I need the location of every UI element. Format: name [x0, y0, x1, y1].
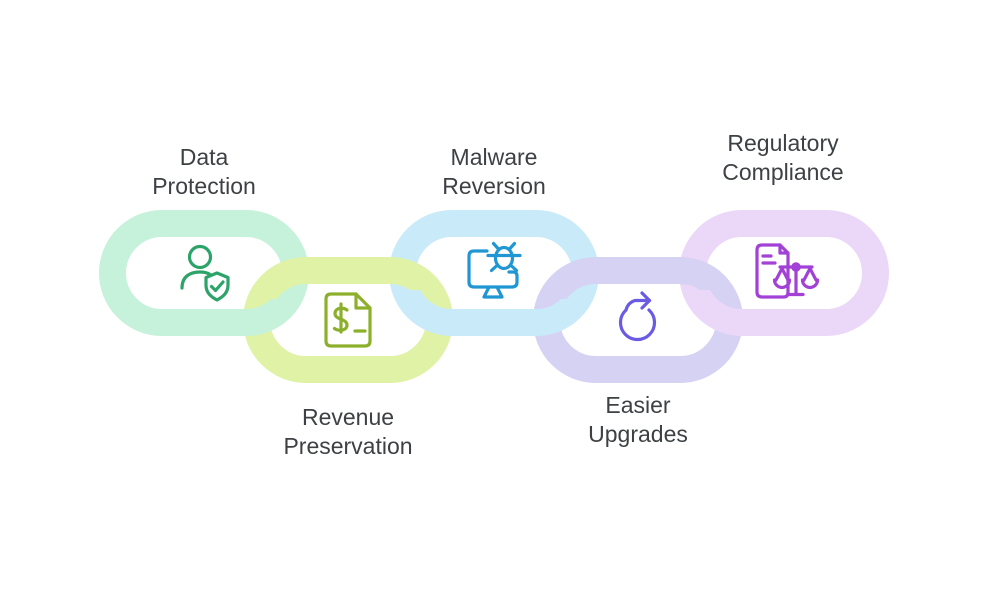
label-line: Data	[179, 144, 229, 170]
label-regulatory-compliance: Regulatory Compliance	[722, 129, 843, 187]
user-shield-check-icon	[180, 244, 230, 302]
label-easier-upgrades: Easier Upgrades	[588, 391, 688, 449]
label-line: Easier	[605, 392, 671, 418]
label-line: Reversion	[442, 173, 546, 199]
monitor-bug-icon	[467, 241, 522, 299]
dollar-document-icon	[324, 292, 372, 348]
label-line: Compliance	[722, 159, 844, 185]
label-line: Regulatory	[727, 130, 839, 156]
label-line: Upgrades	[588, 421, 688, 447]
label-line: Malware	[450, 144, 538, 170]
scales-document-icon	[755, 243, 820, 299]
label-line: Preservation	[283, 433, 413, 459]
label-line: Protection	[152, 173, 256, 199]
circular-arrow-icon	[618, 291, 657, 342]
label-line: Revenue	[301, 404, 395, 430]
label-data-protection: Data Protection	[152, 143, 256, 201]
label-malware-reversion: Malware Reversion	[442, 143, 546, 201]
label-revenue-preservation: Revenue Preservation	[283, 403, 412, 461]
